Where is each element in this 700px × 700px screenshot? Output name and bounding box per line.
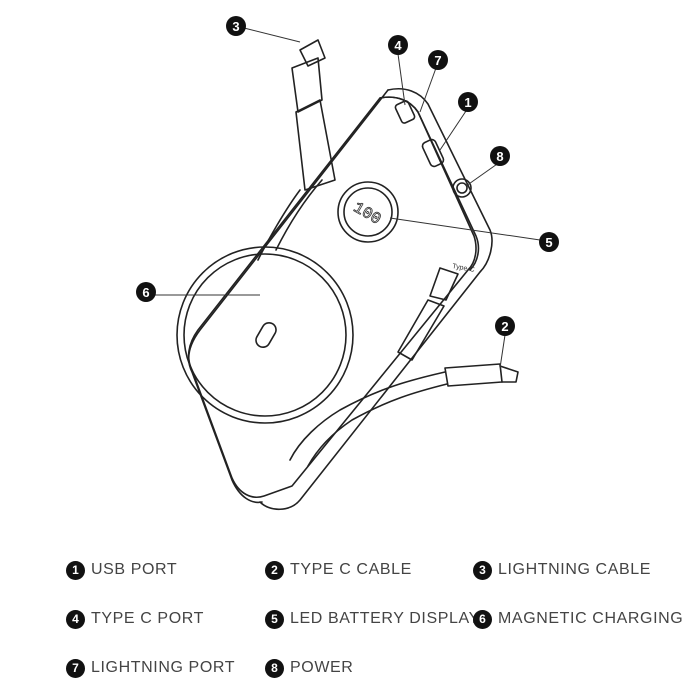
number-badge: 8 bbox=[265, 658, 284, 678]
legend-label: MAGNETIC CHARGING bbox=[498, 610, 684, 627]
lightning-cable bbox=[257, 39, 336, 261]
legend-label: TYPE C CABLE bbox=[290, 561, 412, 578]
legend-item-magnetic-charging: 6 MAGNETIC CHARGING bbox=[473, 608, 683, 630]
legend-item-type-c-cable: 2 TYPE C CABLE bbox=[265, 559, 412, 581]
number-badge: 1 bbox=[66, 560, 85, 580]
power-bank-body bbox=[187, 88, 493, 511]
number-badge: 6 bbox=[473, 609, 492, 629]
callout-4: 4 bbox=[388, 35, 408, 55]
svg-text:8: 8 bbox=[496, 149, 503, 164]
svg-text:7: 7 bbox=[434, 53, 441, 68]
legend-item-lightning-cable: 3 LIGHTNING CABLE bbox=[473, 559, 651, 581]
number-badge: 2 bbox=[265, 560, 284, 580]
svg-text:6: 6 bbox=[142, 285, 149, 300]
display-digits: 100 bbox=[350, 199, 384, 229]
callout-5: 5 bbox=[539, 232, 559, 252]
power-bank-diagram: 100 Type-C 3 4 7 1 bbox=[136, 16, 559, 511]
callout-1: 1 bbox=[458, 92, 478, 112]
legend-label: LIGHTNING CABLE bbox=[498, 561, 652, 578]
legend-item-power: 8 POWER bbox=[265, 657, 353, 679]
legend-label: TYPE C PORT bbox=[91, 610, 204, 627]
side-ports: Type-C bbox=[397, 263, 475, 361]
callout-6: 6 bbox=[136, 282, 156, 302]
legend-item-lightning-port: 7 LIGHTNING PORT bbox=[66, 657, 235, 679]
legend-label: LED BATTERY DISPLAY bbox=[290, 610, 480, 627]
legend-item-usb-port: 1 USB PORT bbox=[66, 559, 177, 581]
callout-8: 8 bbox=[490, 146, 510, 166]
callout-7: 7 bbox=[428, 50, 448, 70]
svg-text:3: 3 bbox=[232, 19, 239, 34]
legend-item-led-battery-display: 5 LED BATTERY DISPLAY bbox=[265, 608, 480, 630]
magnetic-pad bbox=[176, 246, 354, 424]
legend-label: LIGHTNING PORT bbox=[91, 659, 236, 676]
svg-text:4: 4 bbox=[394, 38, 402, 53]
svg-text:1: 1 bbox=[464, 95, 471, 110]
type-c-cable bbox=[289, 363, 519, 467]
legend-label: POWER bbox=[290, 659, 354, 676]
number-badge: 4 bbox=[66, 609, 85, 629]
number-badge: 3 bbox=[473, 560, 492, 580]
number-badge: 7 bbox=[66, 658, 85, 678]
leader-lines bbox=[154, 27, 541, 369]
svg-text:5: 5 bbox=[545, 235, 552, 250]
led-display: 100 bbox=[337, 181, 399, 243]
number-badge: 5 bbox=[265, 609, 284, 629]
legend-label: USB PORT bbox=[91, 561, 178, 578]
top-ports bbox=[394, 100, 472, 198]
callout-2: 2 bbox=[495, 316, 515, 336]
type-c-port-label: Type-C bbox=[452, 263, 475, 274]
svg-text:2: 2 bbox=[501, 319, 508, 334]
legend-item-type-c-port: 4 TYPE C PORT bbox=[66, 608, 204, 630]
callout-3: 3 bbox=[226, 16, 246, 36]
